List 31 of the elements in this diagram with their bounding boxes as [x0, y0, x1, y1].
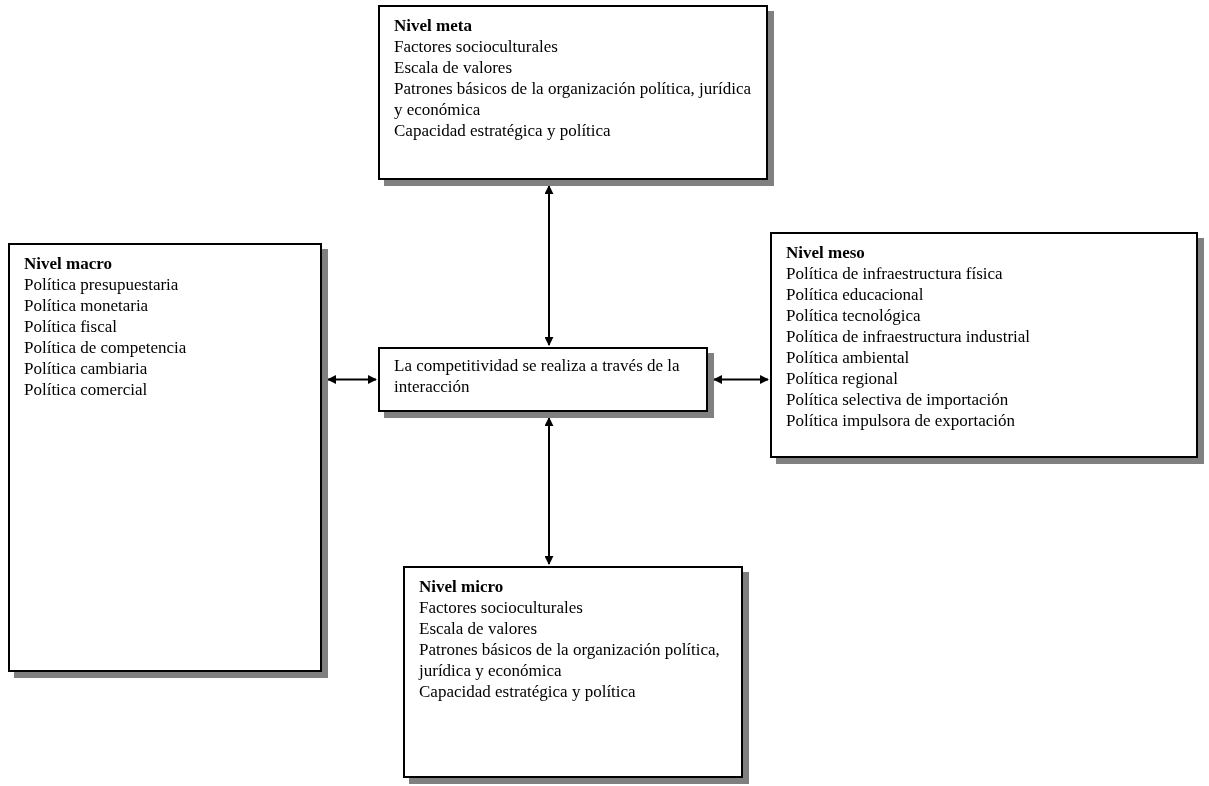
list-item: Factores socioculturales [394, 36, 559, 57]
level-heading: Nivel micro [419, 576, 505, 597]
list-item: Política monetaria [24, 295, 150, 316]
list-item: Política impulsora de exportación [786, 410, 1016, 431]
list-item: Política fiscal [24, 316, 118, 337]
list-item: Patrones básicos de la organización política, jurídica y económica [419, 639, 721, 681]
list-item: Escala de valores [394, 57, 513, 78]
list-item: Factores socioculturales [419, 597, 584, 618]
list-item: Política cambiaria [24, 358, 149, 379]
level-heading: Nivel meta [394, 15, 473, 36]
list-item: Política ambiental [786, 347, 911, 368]
list-item: Patrones básicos de la organización política, jurídica y económica [394, 78, 752, 120]
list-item: Política regional [786, 368, 899, 389]
list-item: Capacidad estratégica y política [419, 681, 637, 702]
list-item: Política de infraestructura industrial [786, 326, 1032, 347]
double-arrow [327, 375, 377, 384]
double-arrow [544, 417, 554, 565]
double-arrow [713, 375, 769, 384]
level-heading: Nivel meso [786, 242, 866, 263]
list-item: Escala de valores [419, 618, 538, 639]
list-item: Política presupuestaria [24, 274, 180, 295]
list-item: La competitividad se realiza a través de la interacción [394, 355, 681, 397]
double-arrow [544, 185, 554, 346]
list-item: Política de competencia [24, 337, 188, 358]
list-item: Capacidad estratégica y política [394, 120, 612, 141]
list-item: Política tecnológica [786, 305, 922, 326]
level-heading: Nivel macro [24, 253, 113, 274]
list-item: Política de infraestructura física [786, 263, 1004, 284]
list-item: Política educacional [786, 284, 925, 305]
list-item: Política comercial [24, 379, 149, 400]
list-item: Política selectiva de importación [786, 389, 1010, 410]
